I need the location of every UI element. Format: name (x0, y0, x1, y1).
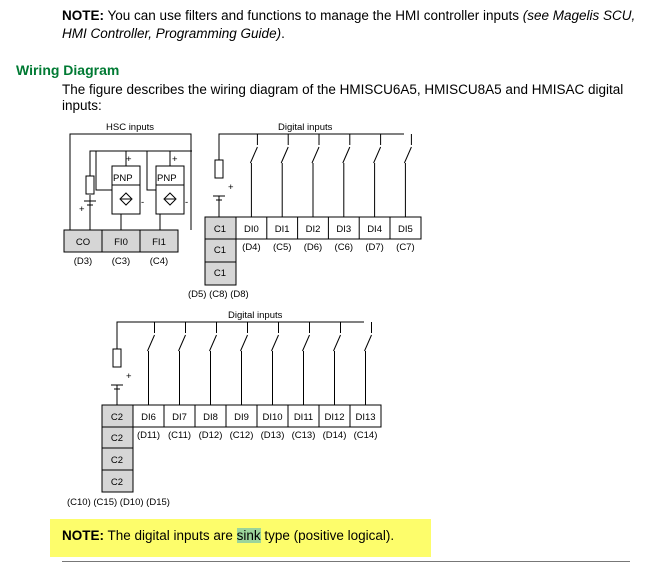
highlighted-word: sink (236, 528, 261, 543)
digital-pin: (D11) (137, 430, 160, 441)
digital-terminal: DI8 (203, 412, 218, 423)
digital-terminal: DI9 (234, 412, 249, 423)
digital-pin: (C13) (292, 430, 316, 441)
digital1-title: Digital inputs (278, 122, 333, 133)
common-terminal: C1 (214, 268, 226, 279)
hsc-terminal: CO (76, 237, 90, 248)
digital-terminal: DI6 (141, 412, 156, 423)
digital-pin: (D7) (365, 242, 383, 253)
common-terminal: C2 (111, 412, 123, 423)
note-label: NOTE: (62, 528, 104, 543)
digital2-terminal-block: C2 C2 C2 C2 DI6 (D11) DI7 (C11) DI8 (D12) DI9 (… (67, 404, 382, 508)
digital-terminal: DI11 (294, 412, 313, 423)
switch-blade (302, 334, 310, 352)
digital-pin: (D14) (323, 430, 347, 441)
plus-sign: + (126, 371, 132, 382)
note-text: The digital inputs are (104, 528, 237, 543)
switch-blade (271, 334, 279, 352)
digital-terminal: DI10 (262, 412, 282, 423)
switch-blade (147, 334, 155, 352)
digital1-common-pins: (D5) (C8) (D8) (188, 289, 249, 300)
switch-blade (342, 146, 351, 164)
digital-terminal: DI13 (355, 412, 375, 423)
hsc-pin: (C3) (112, 256, 130, 267)
digital-pin: (C11) (168, 430, 191, 441)
digital1-terminal-block: C1 C1 C1 DI0 (D4) DI1 (C5) DI2 (D6) DI3 (C6) DI4… (188, 216, 422, 300)
common-terminal: C1 (214, 224, 226, 235)
common-terminal: C2 (111, 477, 123, 488)
hsc-title: HSC inputs (106, 122, 154, 133)
hsc-terminal: FI1 (152, 237, 166, 248)
digital-pin: (C5) (273, 242, 291, 253)
digital-pin: (D13) (261, 430, 285, 441)
wiring-diagram: HSC inputs PNP PNP + + + - - CO FI0 FI1 … (63, 122, 422, 508)
common-terminal: C1 (214, 245, 226, 256)
digital2-wiring (111, 321, 372, 405)
switch-blade (240, 334, 248, 352)
plus-sign: + (172, 154, 178, 165)
minus-sign: - (185, 197, 188, 208)
plus-sign: + (126, 154, 132, 165)
common-terminal: C2 (111, 433, 123, 444)
hsc-labels: HSC inputs PNP PNP + + + - - (79, 122, 188, 215)
plus-sign: + (228, 182, 234, 193)
digital-terminal: DI7 (172, 412, 187, 423)
digital-pin: (C14) (354, 430, 378, 441)
digital-pin: (C7) (396, 242, 414, 253)
digital-terminal: DI0 (244, 224, 259, 235)
note-label: NOTE: (62, 8, 104, 23)
pnp-label-1: PNP (113, 173, 133, 184)
note-text-end: type (positive logical). (260, 528, 395, 543)
note-reference: (see Magelis SCU, HMI Controller, Progra… (62, 8, 636, 41)
digital-pin: (D12) (199, 430, 223, 441)
digital-terminal: DI1 (275, 224, 290, 235)
digital-pin: (D4) (242, 242, 260, 253)
switch-blade (178, 334, 186, 352)
hsc-pin: (D3) (74, 256, 92, 267)
digital-terminal: DI5 (398, 224, 413, 235)
digital-pin: (D6) (304, 242, 322, 253)
switch-blade (209, 334, 217, 352)
digital1-wiring (213, 133, 412, 217)
hsc-pin: (C4) (150, 256, 168, 267)
note-end: . (281, 26, 285, 41)
switch-blade (249, 146, 258, 164)
common-terminal: C2 (111, 455, 123, 466)
hsc-terminal: FI0 (114, 237, 128, 248)
pnp-label-2: PNP (157, 173, 177, 184)
digital2-title: Digital inputs (228, 310, 283, 321)
digital1-labels: Digital inputs + (228, 122, 333, 193)
digital-pin: (C12) (230, 430, 254, 441)
hsc-terminal-block: CO FI0 FI1 (D3) (C3) (C4) (63, 229, 179, 267)
section-heading: Wiring Diagram (16, 62, 120, 78)
digital-terminal: DI2 (306, 224, 321, 235)
digital-terminal: DI4 (367, 224, 382, 235)
digital-terminal: DI3 (336, 224, 351, 235)
digital-pin: (C6) (335, 242, 353, 253)
switch-blade (280, 146, 289, 164)
plus-sign: + (79, 204, 85, 215)
switch-blade (403, 146, 412, 164)
section-description: The figure describes the wiring diagram … (62, 82, 624, 113)
switch-blade (333, 334, 341, 352)
note-bottom: NOTE: The digital inputs are sink type (… (62, 527, 394, 545)
digital-terminal: DI12 (324, 412, 344, 423)
switch-blade (364, 334, 372, 352)
minus-sign: - (141, 197, 144, 208)
note-text: You can use filters and functions to man… (104, 8, 523, 23)
hsc-wiring (69, 133, 192, 230)
switch-blade (373, 146, 382, 164)
switch-blade (311, 146, 320, 164)
note-top: NOTE: You can use filters and functions … (62, 7, 652, 43)
digital2-common-pins: (C10) (C15) (D10) (D15) (67, 497, 170, 508)
digital2-labels: Digital inputs + (126, 310, 283, 382)
